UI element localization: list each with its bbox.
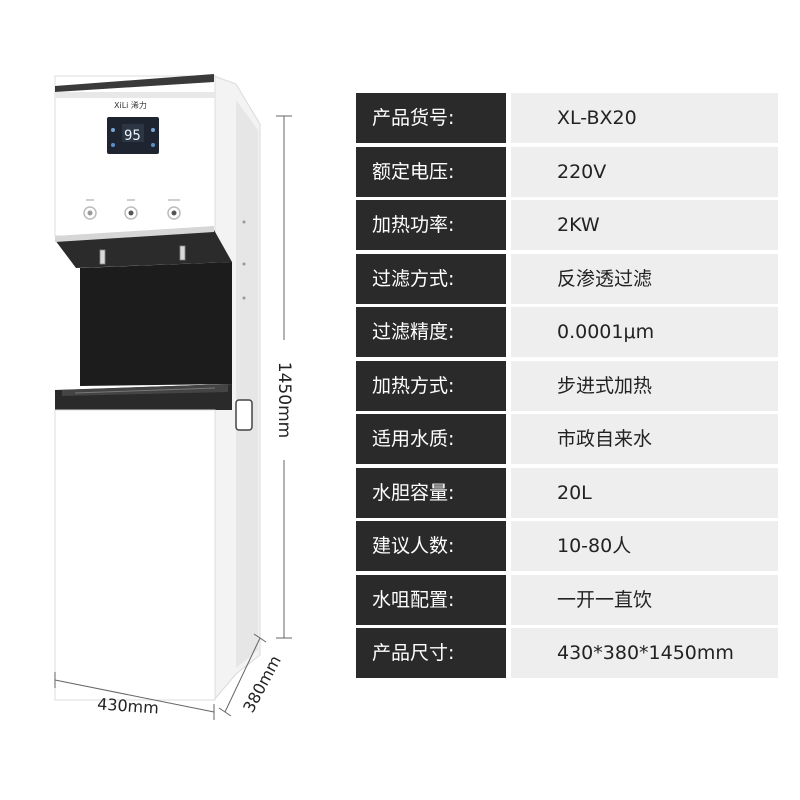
spec-label: 水胆容量: [356, 467, 506, 518]
drip-tray-grill [74, 387, 216, 394]
spec-label: 产品货号: [356, 93, 506, 143]
spec-row-heating-power: 加热功率: 2KW [356, 200, 778, 250]
spec-value: 一开一直饮 [511, 574, 778, 625]
depth-dimension-line [224, 637, 261, 713]
display-indicator [111, 143, 115, 147]
spec-table: 产品货号: XL-BX20 额定电压: 220V 加热功率: 2KW 过滤方式:… [356, 93, 778, 682]
spec-value: 0.0001μm [511, 307, 778, 357]
water-dispenser-illustration: XiLi 浠力 95 [54, 74, 292, 720]
faucet-left [99, 249, 106, 265]
control-button-right-center [171, 210, 177, 216]
spec-row-voltage: 额定电压: 220V [356, 146, 778, 197]
spec-row-tank-capacity: 水胆容量: 20L [356, 467, 778, 518]
spec-label: 过滤方式: [356, 253, 506, 304]
button-caption [127, 199, 135, 201]
cabinet-side-shadow [236, 100, 258, 668]
side-screw [242, 220, 246, 224]
height-dimension-label: 1450mm [274, 361, 294, 439]
display-indicator [151, 128, 155, 132]
faucet-right [179, 245, 186, 261]
tap-head-edge [55, 226, 214, 242]
spec-value: 反渗透过滤 [511, 253, 778, 304]
spec-row-filter-precision: 过滤精度: 0.0001μm [356, 307, 778, 357]
spec-label: 适用水质: [356, 414, 506, 464]
display-indicator [111, 128, 115, 132]
spec-row-faucet-config: 水咀配置: 一开一直饮 [356, 574, 778, 625]
spec-row-heating-method: 加热方式: 步进式加热 [356, 360, 778, 411]
control-button-middle-center [128, 210, 134, 216]
display-digit-area [122, 124, 144, 142]
display-indicator [151, 143, 155, 147]
spec-label: 产品尺寸: [356, 628, 506, 678]
spec-value: XL-BX20 [511, 93, 778, 143]
top-trim [55, 74, 214, 92]
width-dimension-line [54, 679, 215, 713]
spec-value: 2KW [511, 200, 778, 250]
spec-row-filter-method: 过滤方式: 反渗透过滤 [356, 253, 778, 304]
spec-row-water-quality: 适用水质: 市政自来水 [356, 414, 778, 464]
spec-label: 水咀配置: [356, 574, 506, 625]
depth-tick [253, 633, 267, 643]
spec-value: 20L [511, 467, 778, 518]
spec-value: 220V [511, 146, 778, 197]
display-reading: 95 [124, 128, 141, 144]
spec-label: 建议人数: [356, 521, 506, 571]
control-button-left-center [87, 210, 93, 216]
button-caption [86, 199, 94, 201]
side-handle [235, 399, 253, 431]
depth-tick [218, 707, 232, 717]
side-screw [242, 262, 246, 266]
button-caption [168, 199, 180, 201]
spec-label: 过滤精度: [356, 307, 506, 357]
brand-logo: XiLi 浠力 [114, 100, 147, 110]
lower-cabinet [54, 409, 216, 701]
side-screw [242, 296, 246, 300]
spec-value: 430*380*1450mm [511, 628, 778, 678]
spec-row-model: 产品货号: XL-BX20 [356, 93, 778, 143]
spec-value: 10-80人 [511, 521, 778, 571]
top-trim-light [55, 92, 215, 98]
dispensing-recess [80, 262, 232, 386]
spec-label: 加热功率: [356, 200, 506, 250]
spec-value: 步进式加热 [511, 360, 778, 411]
spec-label: 加热方式: [356, 360, 506, 411]
tap-head [55, 230, 232, 268]
spec-label: 额定电压: [356, 146, 506, 197]
spec-value: 市政自来水 [511, 414, 778, 464]
spec-row-recommended-users: 建议人数: 10-80人 [356, 521, 778, 571]
spec-row-product-size: 产品尺寸: 430*380*1450mm [356, 628, 778, 678]
